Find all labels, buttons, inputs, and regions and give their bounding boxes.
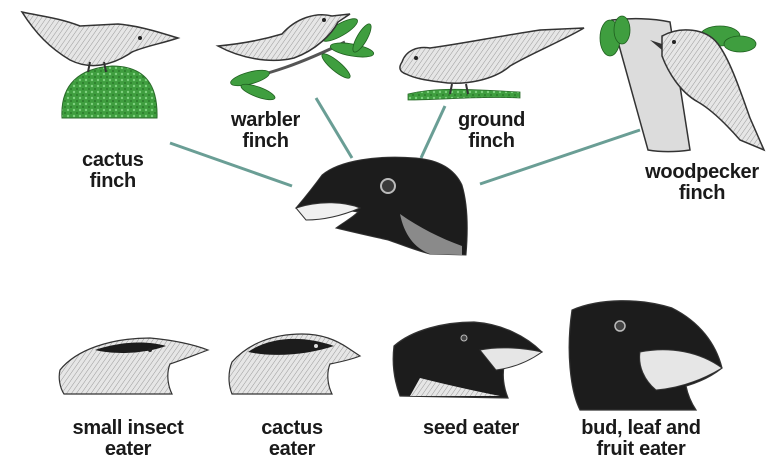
woodpecker-finch-eye bbox=[672, 40, 676, 44]
label-line: cactus bbox=[82, 150, 144, 171]
beak-small-insect-eater bbox=[59, 338, 208, 394]
beak-cactus-eater bbox=[229, 334, 360, 394]
label-cactus-finch: cactus finch bbox=[82, 150, 144, 192]
cactus-plant bbox=[62, 66, 157, 118]
beak-bud-leaf-fruit-eater bbox=[569, 301, 722, 410]
label-seed-eater: seed eater bbox=[406, 418, 536, 439]
label-line: small insect bbox=[58, 418, 198, 439]
cactus-finch-eye bbox=[138, 36, 142, 40]
cactus-finch-body bbox=[22, 12, 178, 66]
label-line: warbler bbox=[231, 110, 300, 131]
label-bud-leaf-fruit-eater: bud, leaf and fruit eater bbox=[566, 418, 716, 460]
label-line: finch bbox=[636, 183, 768, 204]
connector-ground bbox=[421, 106, 445, 158]
ground-finch-eye bbox=[414, 56, 418, 60]
connector-warbler bbox=[316, 98, 352, 158]
label-small-insect-eater: small insect eater bbox=[58, 418, 198, 460]
ground-finch-body bbox=[400, 28, 584, 83]
warbler-finch-eye bbox=[322, 18, 326, 22]
label-woodpecker-finch: woodpecker finch bbox=[636, 162, 768, 204]
ground-finch-illustration bbox=[400, 28, 584, 100]
ground-foliage bbox=[408, 89, 520, 100]
label-line: seed eater bbox=[406, 418, 536, 439]
label-line: finch bbox=[231, 131, 300, 152]
label-line: finch bbox=[458, 131, 525, 152]
label-cactus-eater: cactus eater bbox=[242, 418, 342, 460]
beak-seed-eater bbox=[393, 322, 542, 398]
warbler-finch-illustration bbox=[218, 14, 375, 103]
label-ground-finch: ground finch bbox=[458, 110, 525, 152]
label-line: ground bbox=[458, 110, 525, 131]
woodpecker-finch-illustration bbox=[600, 16, 764, 152]
label-line: bud, leaf and bbox=[566, 418, 716, 439]
ancestral-eye bbox=[381, 179, 395, 193]
label-line: woodpecker bbox=[636, 162, 768, 183]
cactus-finch-illustration bbox=[22, 12, 178, 118]
label-line: finch bbox=[82, 171, 144, 192]
label-line: eater bbox=[242, 439, 342, 460]
label-line: eater bbox=[58, 439, 198, 460]
label-line: cactus bbox=[242, 418, 342, 439]
ancestral-finch-head bbox=[296, 157, 467, 255]
label-line: fruit eater bbox=[566, 439, 716, 460]
label-warbler-finch: warbler finch bbox=[231, 110, 300, 152]
